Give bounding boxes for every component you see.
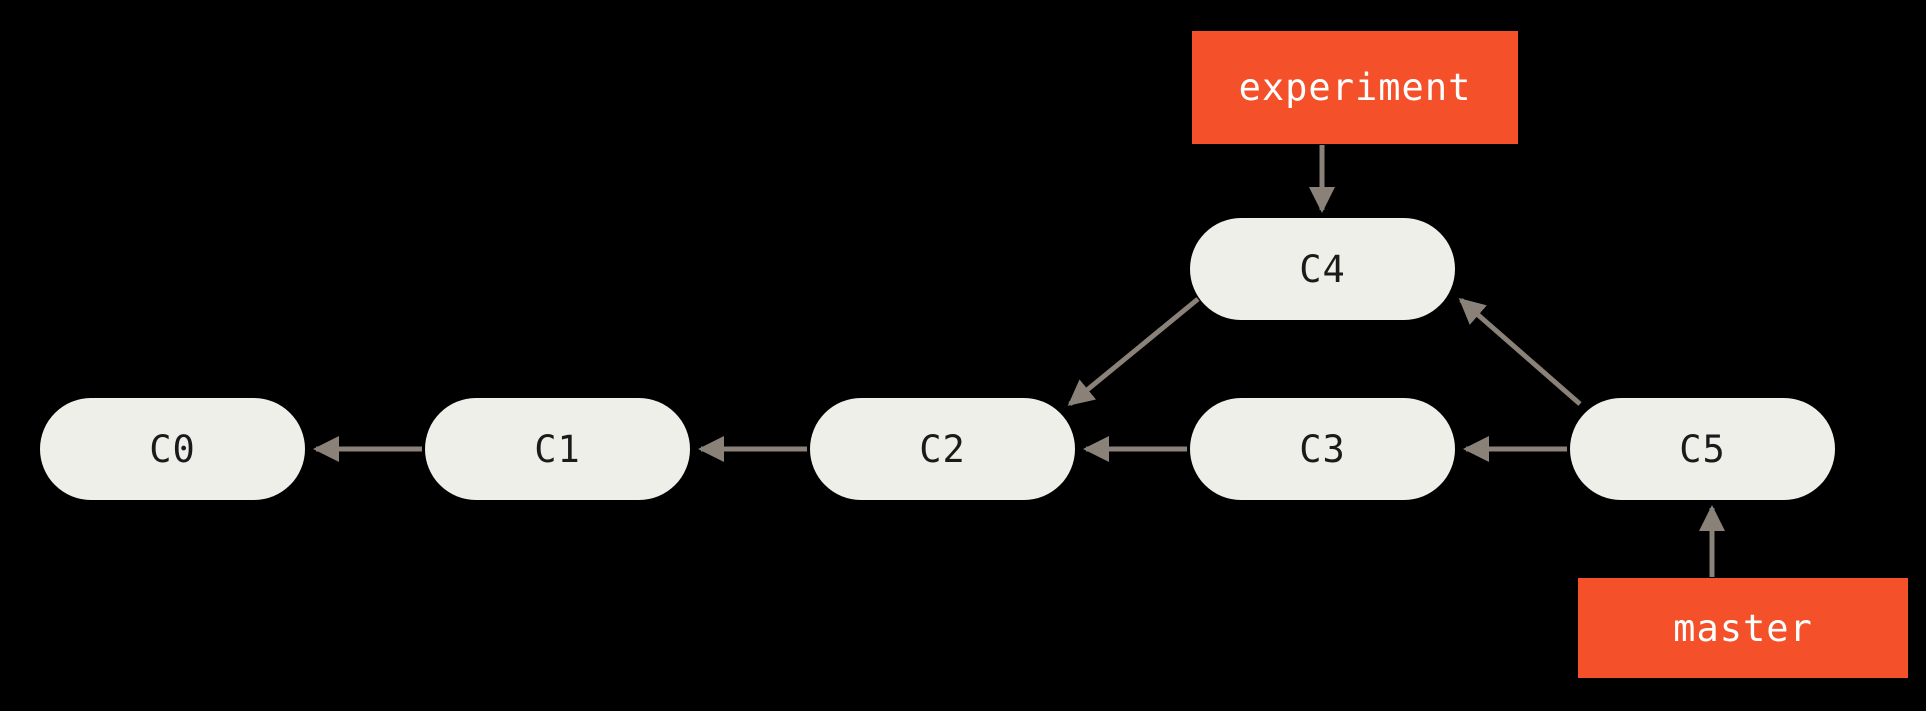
branch-name: master: [1673, 606, 1813, 650]
commit-node-c3[interactable]: C3: [1190, 398, 1455, 500]
commit-node-c0[interactable]: C0: [40, 398, 305, 500]
branch-label-master[interactable]: master: [1578, 578, 1908, 678]
commit-label: C0: [149, 427, 196, 471]
commit-label: C5: [1679, 427, 1726, 471]
branch-name: experiment: [1238, 66, 1472, 109]
commit-node-c2[interactable]: C2: [810, 398, 1075, 500]
edge-c5-to-c4: [1458, 298, 1582, 406]
edge-c4-to-c2: [1067, 297, 1200, 406]
commit-label: C4: [1299, 247, 1346, 291]
commit-label: C2: [919, 427, 966, 471]
commit-node-c5[interactable]: C5: [1570, 398, 1835, 500]
commit-label: C1: [534, 427, 581, 471]
commit-label: C3: [1299, 427, 1346, 471]
commit-node-c4[interactable]: C4: [1190, 218, 1455, 320]
branch-label-experiment[interactable]: experiment: [1192, 31, 1518, 144]
commit-node-c1[interactable]: C1: [425, 398, 690, 500]
